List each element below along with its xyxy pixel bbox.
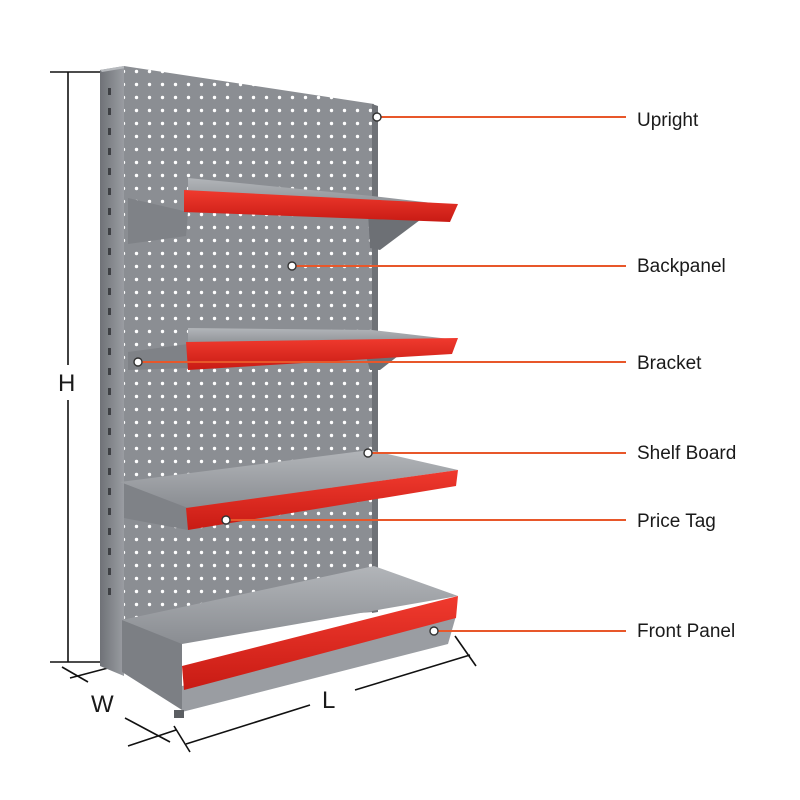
upright-post — [100, 66, 124, 676]
upright-slots — [108, 88, 111, 595]
front-panel-label: Front Panel — [637, 621, 735, 642]
base-shelf — [122, 566, 458, 718]
price-tag-strip-3 — [186, 470, 458, 530]
shelf-board-label: Shelf Board — [637, 443, 736, 464]
callout-front-panel: Front Panel — [429, 621, 735, 642]
width-label: W — [91, 691, 114, 718]
callout-price-tag: Price Tag — [221, 511, 716, 532]
price-tag-label: Price Tag — [637, 511, 716, 532]
length-dimension — [173, 635, 477, 753]
shelf-unit — [100, 66, 458, 718]
backpanel-label: Backpanel — [637, 256, 726, 277]
callout-bracket: Bracket — [133, 353, 702, 374]
shelf-1 — [128, 178, 458, 250]
price-tag-strip-1 — [184, 190, 458, 222]
price-tag-strip-base — [182, 596, 458, 690]
bracket-label: Bracket — [637, 353, 702, 374]
callout-upright: Upright — [372, 110, 699, 131]
length-label: L — [322, 687, 335, 714]
width-dimension — [61, 666, 177, 747]
callout-backpanel: Backpanel — [287, 256, 726, 277]
shelf-3 — [120, 450, 458, 530]
leveling-foot — [174, 710, 184, 718]
height-label: H — [58, 370, 75, 397]
height-dimension — [50, 71, 100, 663]
upright-label: Upright — [637, 110, 699, 131]
callout-shelf-board: Shelf Board — [363, 443, 736, 464]
